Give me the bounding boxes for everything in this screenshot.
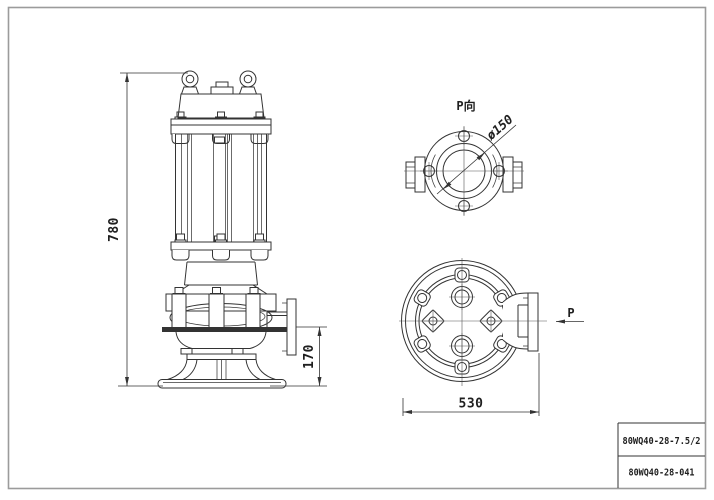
dim-170-label: 170 (302, 344, 317, 369)
motor-housing (175, 133, 267, 243)
casing-lugs (413, 267, 511, 375)
dim-530-label: 530 (459, 397, 484, 412)
dimension-base-width: 530 (402, 353, 540, 416)
outlet-flange-plate (286, 298, 297, 356)
p-direction-view: P向 (404, 98, 524, 216)
lifting-eye-right (238, 70, 258, 95)
dimension-flange-diameter: ø150 (436, 112, 517, 195)
dimension-overall-height: 780 (107, 72, 188, 387)
dim-780-label: 780 (107, 217, 122, 242)
sheet-border (7, 6, 707, 490)
title-block-model: 80WQ40-28-7.5/2 (623, 436, 701, 447)
p-view-title: P向 (456, 98, 475, 113)
terminal-cap (177, 81, 265, 119)
dim-150-label: ø150 (483, 112, 516, 144)
casing-joint-band (162, 327, 288, 332)
discharge-flange-top (502, 292, 539, 352)
top-view: P 530 (399, 258, 584, 416)
upper-clamp-band (170, 111, 272, 144)
dimension-outlet-height: 170 (270, 326, 327, 387)
view-direction-label: P (567, 306, 574, 320)
title-block-drawing-number: 80WQ40-28-041 (629, 468, 695, 479)
volute-casing (162, 293, 288, 332)
base-stand (157, 331, 287, 389)
lower-clamp-band (170, 233, 272, 261)
flange-side-brackets (405, 156, 523, 193)
view-direction-arrow: P (556, 306, 584, 324)
discharge-outlet (266, 298, 297, 356)
title-block: 80WQ40-28-7.5/2 80WQ40-28-041 (617, 422, 705, 488)
front-view: 780 170 (107, 70, 327, 389)
lifting-eye-left (180, 70, 200, 95)
